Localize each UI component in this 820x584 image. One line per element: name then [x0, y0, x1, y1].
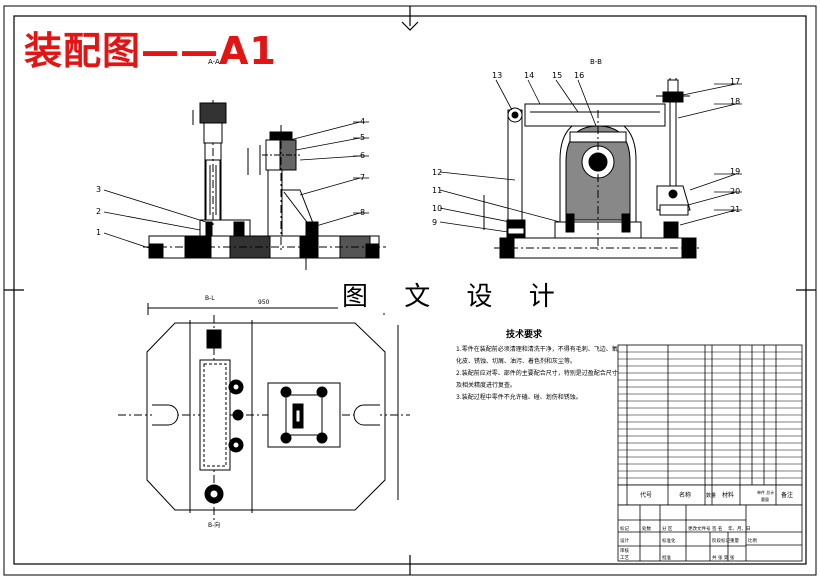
parts-header-remark: 备注 — [781, 491, 793, 499]
parts-header-material: 材料 — [722, 491, 734, 499]
balloon-9: 9 — [432, 218, 437, 227]
drawing-title: 装配图——A1 — [24, 29, 277, 73]
title-block-lines — [617, 504, 803, 562]
title-block-r4-2: 批准 — [662, 554, 671, 561]
title-block-r1-3: 更改文件号 — [688, 525, 711, 532]
title-block-r2-0: 设计 — [620, 537, 629, 544]
view-label-bottom: B-向 — [208, 521, 220, 529]
parts-list-rows — [618, 351, 802, 479]
balloon-21: 21 — [730, 205, 740, 214]
tech-req-line-3: 2.装配前应对零、部件的主要配合尺寸，特别是过盈配合尺寸 — [456, 370, 618, 377]
title-block-r2-6: 比例 — [748, 537, 757, 544]
view-label-bb: B-B — [590, 58, 602, 66]
balloon-4: 4 — [360, 117, 365, 126]
title-block-r4-0: 工艺 — [620, 555, 629, 561]
centering-marks — [4, 6, 816, 575]
balloon-11: 11 — [432, 186, 442, 195]
balloon-18: 18 — [730, 97, 740, 106]
title-block-r4-4: 共 张 第 张 — [712, 554, 735, 561]
balloon-2: 2 — [96, 207, 101, 216]
title-block-r1-2: 分 区 — [662, 525, 673, 532]
leaders-aa — [103, 121, 369, 249]
tech-req-line-1: 1.零件在装配前必须清理和清洗干净，不得有毛刺、飞边、氧 — [456, 346, 618, 353]
balloon-14: 14 — [524, 71, 534, 80]
leaders-bb — [439, 79, 742, 233]
balloon-12: 12 — [432, 168, 442, 177]
plan-dim-width: 950 — [258, 299, 270, 306]
watermark-text: 图 文 设 计 — [338, 276, 573, 313]
parts-header-code: 代号 — [640, 491, 652, 499]
balloon-1: 1 — [96, 228, 101, 237]
balloon-3: 3 — [96, 185, 101, 194]
plan-dim-top: B-L — [205, 295, 215, 302]
tech-req-line-5: 3.装配过程中零件不允许磕、碰、划伤和锈蚀。 — [456, 394, 582, 401]
title-block-r1-1: 处数 — [642, 525, 651, 532]
balloon-19: 19 — [730, 167, 740, 176]
parts-header-unit: 单件 总计 — [757, 489, 774, 495]
title-block: 标记 处数 分 区 更改文件号签 名年、月、日设计 标准化 阶段标记重量 比例审核工艺 批准 共… — [620, 525, 757, 561]
balloon-5: 5 — [360, 133, 365, 142]
technical-requirements-title: 技术要求 — [506, 330, 543, 340]
title-block-r3-0: 审核 — [620, 547, 629, 554]
balloon-13: 13 — [492, 71, 502, 80]
balloon-20: 20 — [730, 187, 740, 196]
plan-view — [118, 303, 410, 520]
balloon-16: 16 — [574, 71, 584, 80]
balloon-7: 7 — [360, 173, 365, 182]
parts-header-qty: 数量 — [706, 492, 716, 499]
tech-req-line-4: 及相关精度进行复查。 — [456, 382, 517, 389]
balloon-6: 6 — [360, 151, 365, 160]
title-block-r1-4: 签 名 — [712, 525, 722, 532]
view-label-aa: A-A — [208, 58, 220, 66]
balloon-8: 8 — [360, 208, 365, 217]
parts-header-weight: 重量 — [761, 496, 769, 502]
section-view-bb — [483, 78, 702, 259]
title-block-r1-0: 标记 — [620, 525, 629, 532]
title-block-r2-5: 重量 — [730, 537, 739, 544]
balloon-10: 10 — [432, 204, 442, 213]
balloon-15: 15 — [552, 71, 562, 80]
balloon-17: 17 — [730, 77, 740, 86]
title-block-r1-5: 年、月、日 — [728, 525, 751, 532]
section-view-aa — [143, 100, 386, 270]
parts-header-name: 名称 — [679, 491, 691, 499]
tech-req-line-2: 化皮、锈蚀、切屑、油污、着色剂和灰尘等。 — [456, 358, 577, 365]
title-block-r2-4: 阶段标记 — [712, 537, 730, 544]
title-block-r2-2: 标准化 — [662, 537, 676, 544]
